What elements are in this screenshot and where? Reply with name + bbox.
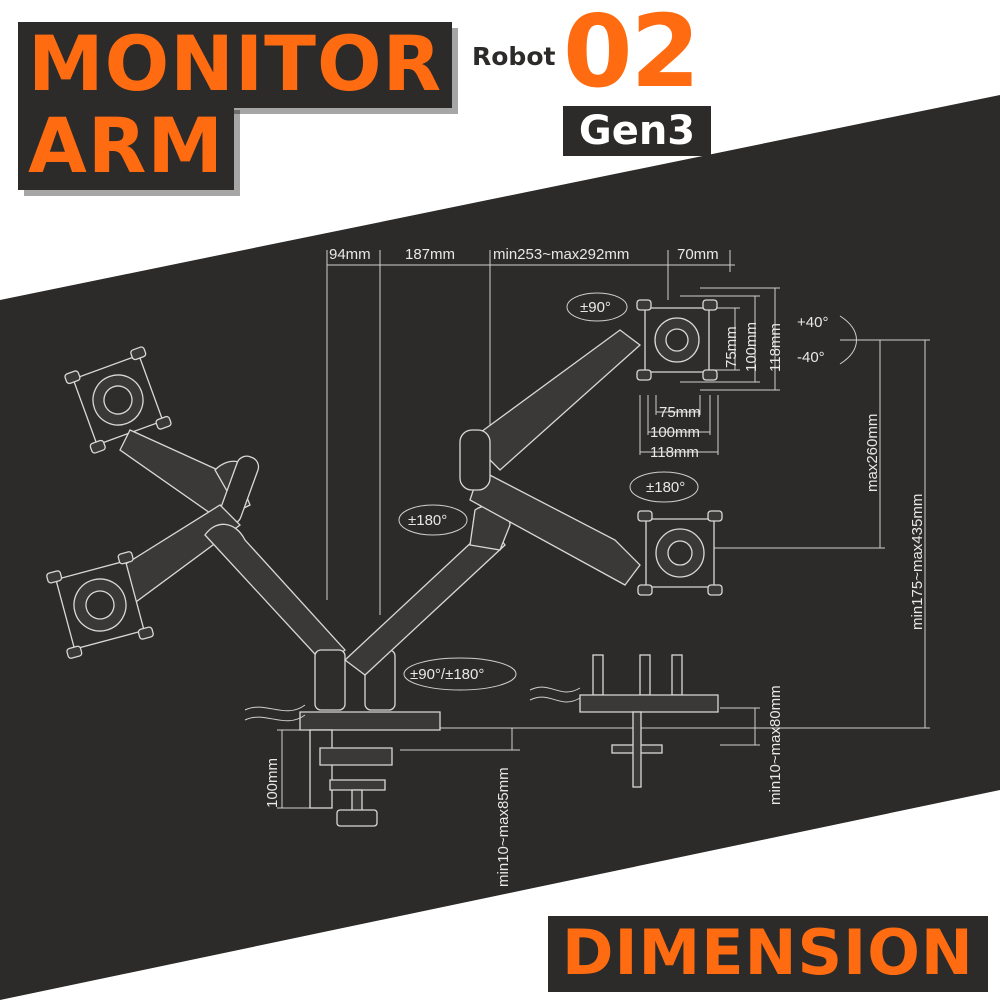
title-line-2: ARM: [18, 104, 234, 190]
height-travel-label: max260mm: [864, 414, 881, 492]
dim-187: 187mm: [405, 246, 455, 263]
vesa-75-vertical: 75mm: [723, 326, 740, 368]
vesa-118-vertical: 118mm: [767, 323, 784, 372]
vesa-118-horizontal: 118mm: [650, 444, 699, 461]
generation-badge: Gen3: [563, 106, 711, 156]
base-assembly: [244, 649, 441, 827]
vesa-100-horizontal: 100mm: [650, 424, 700, 441]
vesa-plate-upper-left: [64, 346, 172, 454]
rotation-indicators: [398, 292, 857, 691]
swivel-top-label: ±90°: [580, 299, 611, 316]
vesa-plate-lower-left: [46, 551, 154, 659]
vesa-plate-lower-right: [637, 510, 723, 596]
model-number: 02: [563, 0, 700, 110]
vesa-75-horizontal: 75mm: [659, 404, 701, 421]
series-label: Robot: [472, 42, 556, 71]
dim-70: 70mm: [677, 246, 719, 263]
vesa-plate-upper-right: [636, 299, 718, 381]
tilt-down-label: -40°: [797, 349, 825, 366]
right-arm: [343, 299, 723, 676]
title-line-1: MONITOR: [18, 22, 453, 108]
dim-94: 94mm: [329, 246, 371, 263]
height-guides: [277, 339, 930, 809]
grommet-mount: [529, 654, 719, 788]
height-total-label: min175~max435mm: [909, 494, 926, 630]
base-rotate-label: ±90°/±180°: [410, 666, 484, 683]
top-dimension-guides: [326, 250, 735, 615]
left-arm: [46, 346, 346, 666]
footer-title: DIMENSION: [548, 916, 988, 992]
grommet-label: min10~max80mm: [767, 685, 784, 805]
vesa-100-vertical: 100mm: [743, 322, 760, 372]
clamp-height-label: 100mm: [264, 758, 281, 808]
rotate-right-label: ±180°: [646, 479, 685, 496]
desk-clamp-label: min10~max85mm: [495, 767, 512, 887]
rotate-center-label: ±180°: [408, 512, 447, 529]
vesa-guides: [639, 287, 780, 455]
dim-reach: min253~max292mm: [493, 246, 629, 263]
tilt-up-label: +40°: [797, 314, 828, 331]
